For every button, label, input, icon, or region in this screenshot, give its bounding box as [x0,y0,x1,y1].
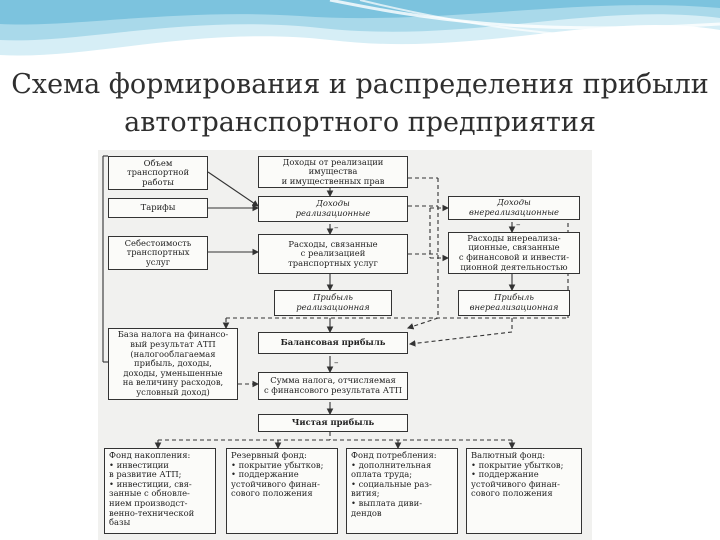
box-fund-consumption: Фонд потребления: • дополнительная оплат… [346,448,458,534]
header-wave-decoration [0,0,720,56]
box-expenses-nonoperating: Расходы внереализа- ционные, связанные с… [448,232,580,274]
minus-sign-tax: – [334,358,339,368]
box-fund-currency: Валютный фонд: • покрытие убытков; • под… [466,448,582,534]
box-profit-sales: Прибыль реализационная [274,290,392,316]
profit-flow-diagram: Объем транспортной работы Тарифы Себесто… [98,150,592,540]
box-profit-nonoperating: Прибыль внереализационная [458,290,570,316]
box-net-profit: Чистая прибыль [258,414,408,432]
minus-sign-sales: – [334,223,339,233]
box-expenses-sales: Расходы, связанные с реализацией транспо… [258,234,408,274]
box-fund-accumulation: Фонд накопления: • инвестиции в развитие… [104,448,216,534]
diagram-connectors [102,155,569,450]
box-tariffs: Тарифы [108,198,208,218]
minus-sign-nonoperating: – [516,220,521,230]
box-income-sales: Доходы реализационные [258,196,408,222]
box-fund-reserve: Резервный фонд: • покрытие убытков; • по… [226,448,338,534]
slide-title: Схема формирования и распределения прибы… [11,69,709,138]
box-transport-volume: Объем транспортной работы [108,156,208,190]
box-balance-profit: Балансовая прибыль [258,332,408,354]
box-tax-base: База налога на финансо- вый результат АТ… [108,328,238,400]
box-tax-amount: Сумма налога, отчисляемая с финансового … [258,372,408,400]
box-cost-price: Себестоимость транспортных услуг [108,236,208,270]
box-income-property: Доходы от реализации имущества и имущест… [258,156,408,188]
box-income-nonoperating: Доходы внереализационные [448,196,580,220]
